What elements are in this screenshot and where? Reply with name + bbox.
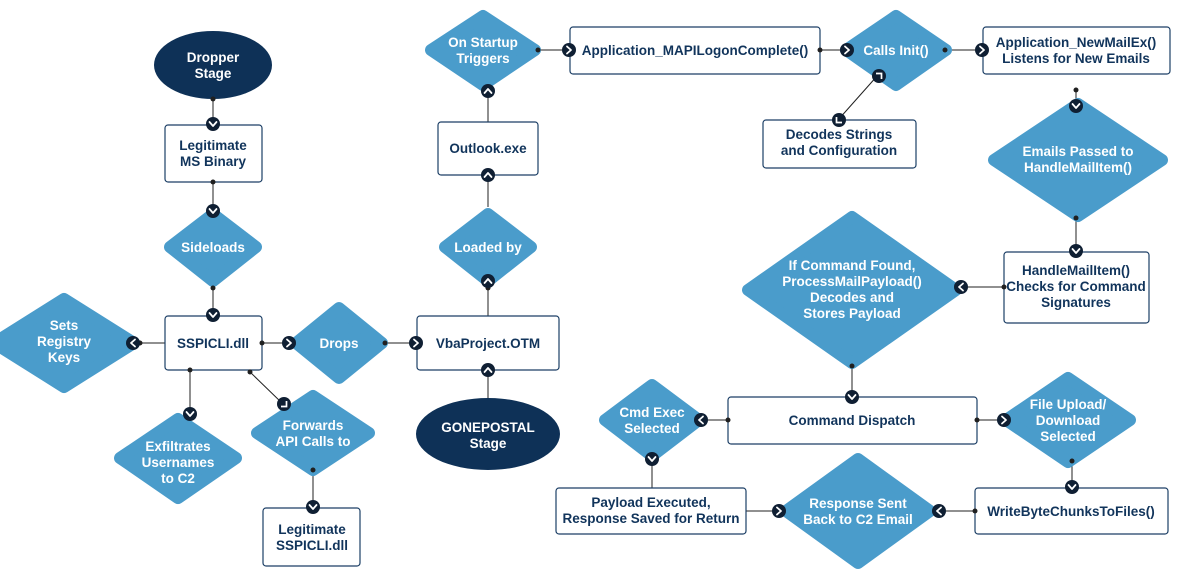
payload-box bbox=[555, 487, 747, 535]
outlook-label: Outlook.exe bbox=[449, 141, 527, 156]
init-diamond bbox=[840, 10, 952, 91]
arrow-down-icon bbox=[205, 203, 221, 219]
arrow-corner-icon bbox=[832, 113, 846, 127]
arrow-down-icon bbox=[305, 499, 321, 515]
arrow-up-icon bbox=[480, 83, 496, 99]
dropper-stage-oval bbox=[154, 31, 272, 99]
dispatch-label: Command Dispatch bbox=[789, 413, 916, 428]
registry-diamond bbox=[0, 293, 140, 393]
command-found-label: If Command Found,ProcessMailPayload()Dec… bbox=[782, 258, 922, 321]
arrow-left-icon bbox=[931, 503, 947, 519]
gonepostal-stage-oval bbox=[416, 398, 560, 470]
arrow-right-icon bbox=[408, 335, 424, 351]
command-found-diamond bbox=[742, 211, 962, 369]
fileupload-diamond bbox=[1000, 372, 1136, 468]
arrow-down-icon bbox=[1064, 479, 1080, 495]
forwards-diamond bbox=[251, 390, 375, 476]
arrow-right-icon bbox=[561, 42, 577, 58]
drops-label: Drops bbox=[319, 336, 358, 351]
sspicli-label: SSPICLI.dll bbox=[177, 336, 249, 351]
arrow-down-icon bbox=[182, 406, 198, 422]
writebyte-label: WriteByteChunksToFiles() bbox=[987, 504, 1155, 519]
vba-label: VbaProject.OTM bbox=[436, 336, 540, 351]
arrow-left-icon bbox=[125, 335, 141, 351]
legit-sspicli-box bbox=[262, 507, 361, 567]
sideloads-diamond bbox=[164, 208, 262, 287]
arrow-right-icon bbox=[996, 412, 1012, 428]
response-diamond bbox=[780, 453, 936, 569]
arrow-up-icon bbox=[480, 273, 496, 289]
payload-label: Payload Executed,Response Saved for Retu… bbox=[562, 495, 739, 526]
arrow-right-icon bbox=[974, 42, 990, 58]
exfil-diamond bbox=[114, 413, 242, 504]
arrow-badges bbox=[125, 42, 1084, 519]
arrow-up-icon bbox=[480, 362, 496, 378]
arrow-left-icon bbox=[693, 412, 709, 428]
arrow-corner-icon bbox=[277, 397, 291, 411]
arrow-down-icon bbox=[644, 451, 660, 467]
arrow-right-icon bbox=[281, 335, 297, 351]
arrow-down-icon bbox=[205, 116, 221, 132]
init-label: Calls Init() bbox=[863, 43, 928, 58]
mapi-label: Application_MAPILogonComplete() bbox=[582, 43, 809, 58]
arrow-up-icon bbox=[480, 167, 496, 183]
startup-diamond bbox=[425, 10, 541, 91]
arrow-down-icon bbox=[205, 307, 221, 323]
drops-diamond bbox=[290, 302, 388, 384]
arrow-down-icon bbox=[1068, 243, 1084, 259]
newmail-label: Application_NewMailEx()Listens for New E… bbox=[996, 35, 1157, 66]
loaded-label: Loaded by bbox=[454, 240, 522, 255]
arrow-corner-icon bbox=[872, 69, 886, 83]
emails-diamond bbox=[988, 98, 1168, 222]
arrow-right-icon bbox=[771, 503, 787, 519]
sideloads-label: Sideloads bbox=[181, 240, 245, 255]
arrow-right-icon bbox=[839, 42, 855, 58]
arrow-left-icon bbox=[953, 279, 969, 295]
arrow-down-icon bbox=[1068, 98, 1084, 114]
arrow-down-icon bbox=[844, 389, 860, 405]
